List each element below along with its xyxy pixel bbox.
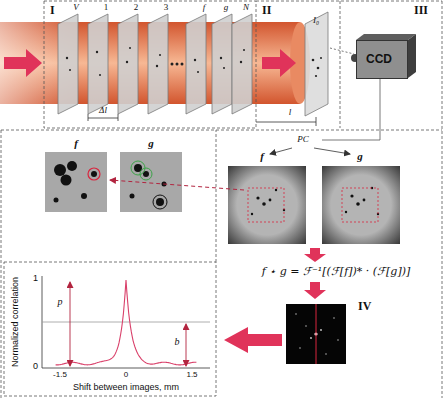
background-label: b <box>175 336 180 347</box>
plane-label: 2 <box>134 3 139 13</box>
panel-number: I <box>50 4 55 17</box>
plane-label: N <box>243 3 249 13</box>
plane-label: 3 <box>164 3 169 13</box>
distance-label: l <box>289 108 292 118</box>
axis-tick: 0 <box>124 371 128 380</box>
axis-tick: 1 <box>33 274 38 284</box>
axis-title: Normalized correlation <box>11 277 21 367</box>
camera-box: CCD <box>356 40 408 79</box>
axis-tick: 1.5 <box>186 371 197 380</box>
panel-number: III <box>414 4 428 17</box>
image-label: f <box>74 137 78 149</box>
panel-number: IV <box>358 300 371 313</box>
axis-tick: 0 <box>33 362 38 372</box>
correlation-formula: f ⋆ g = ℱ⁻¹[(ℱ[f])* · (ℱ[g])] <box>262 266 411 278</box>
plane-label: f <box>203 3 206 13</box>
computer-label: PC <box>297 135 309 145</box>
image-label: g <box>148 137 154 149</box>
image-label: f <box>260 150 264 162</box>
plane-label: V <box>73 3 79 13</box>
plane-label: 1 <box>104 3 109 13</box>
axis-title: Shift between images, mm <box>73 383 179 393</box>
panel-number: II <box>262 4 271 17</box>
distance-label: Δl <box>99 106 107 116</box>
peak-label: p <box>58 296 63 307</box>
plane-label: g <box>224 3 229 13</box>
screen-label: I₀ <box>313 16 319 26</box>
image-label: g <box>357 150 363 162</box>
axis-tick: -1.5 <box>53 371 67 380</box>
camera-label: CCD <box>366 52 398 66</box>
